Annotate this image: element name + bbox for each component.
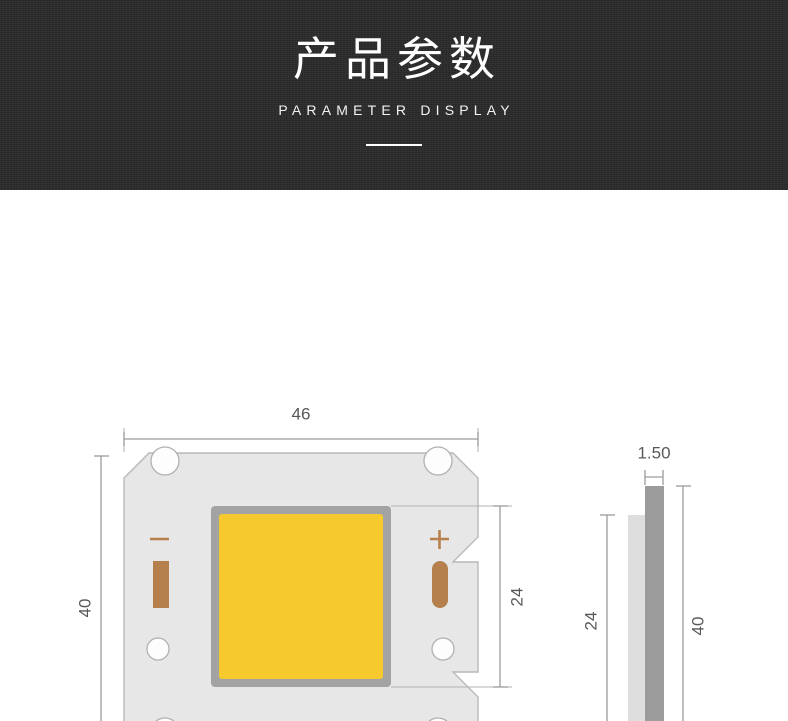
side-view-emitter-layer	[628, 515, 646, 721]
vent-hole-left	[146, 637, 170, 661]
mounting-hole-top-right	[423, 446, 453, 476]
negative-terminal	[150, 537, 169, 608]
side-view-emitter-dimension: 24	[581, 514, 615, 721]
page-subtitle: PARAMETER DISPLAY	[278, 102, 515, 118]
mounting-hole-top-left	[150, 446, 180, 476]
negative-pad	[153, 561, 169, 608]
emitter-face	[219, 514, 383, 679]
dimension-drawing-svg: 46 40	[75, 404, 707, 721]
positive-terminal	[430, 530, 449, 608]
page-header: 产品参数 PARAMETER DISPLAY	[0, 0, 788, 190]
top-view-mounting-holes	[146, 446, 455, 721]
top-view-emitter-label: 24	[507, 588, 526, 607]
mounting-hole-bottom-left	[155, 717, 175, 721]
side-view-substrate-layer	[645, 486, 664, 721]
side-view-thickness-dimension: 1.50	[637, 443, 671, 485]
top-view-emitter-dimension: 24	[391, 505, 526, 688]
top-view-height-dimension: 40	[75, 455, 109, 721]
top-view-emitter	[211, 506, 391, 687]
side-view-height-dimension: 40	[676, 485, 707, 721]
top-view-width-label: 46	[292, 404, 311, 423]
page-title: 产品参数	[293, 32, 501, 86]
mounting-hole-bottom-right	[428, 717, 448, 721]
technical-drawing-area: 46 40	[0, 190, 788, 721]
vent-hole-right	[431, 637, 455, 661]
top-view-width-dimension: 46	[123, 404, 479, 452]
side-view-emitter-label: 24	[581, 612, 600, 631]
title-divider	[366, 144, 422, 146]
side-view-thickness-label: 1.50	[637, 443, 670, 462]
positive-pad	[432, 561, 448, 608]
side-view-stack	[628, 486, 664, 721]
side-view-height-label: 40	[688, 617, 707, 636]
top-view-height-label: 40	[75, 599, 94, 618]
